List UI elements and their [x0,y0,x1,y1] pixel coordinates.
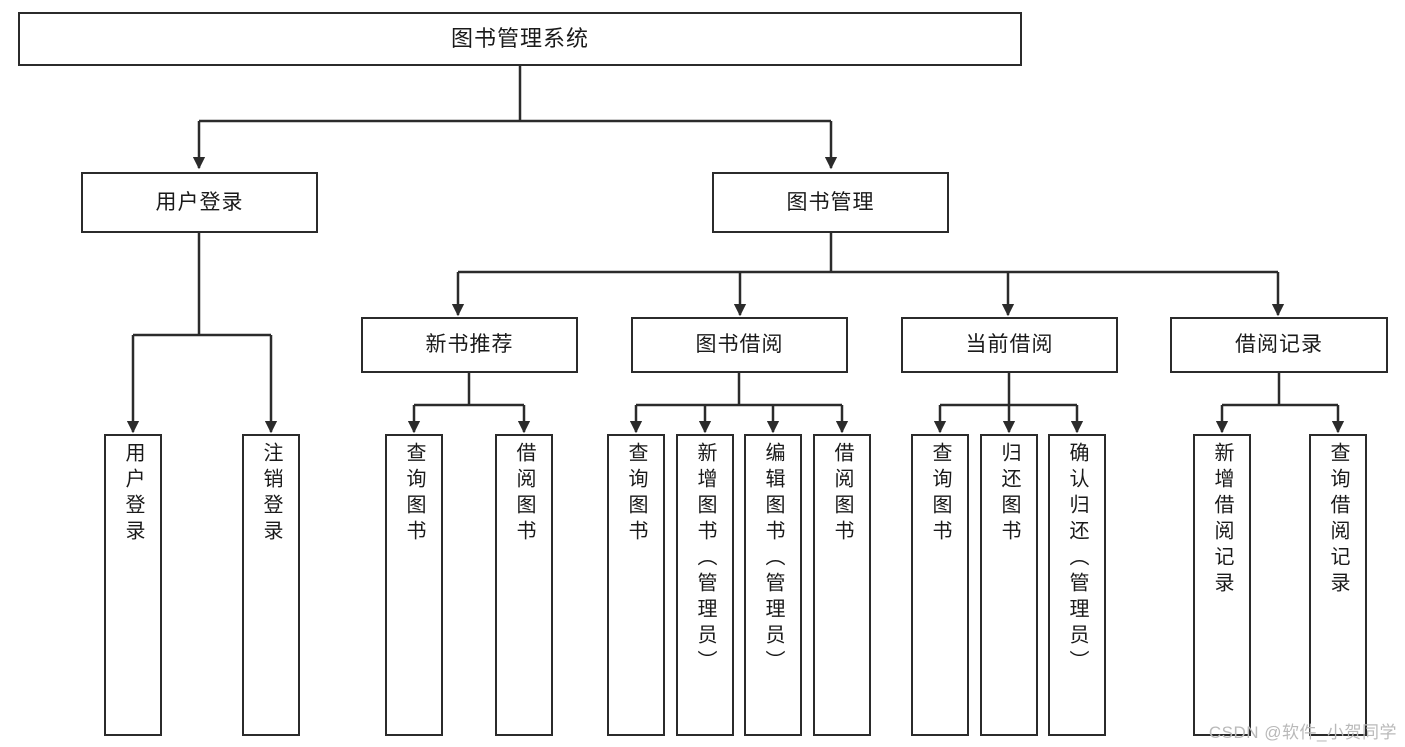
node-root-book-management-system[interactable]: 图书管理系统 [18,12,1022,66]
leaf-borrow-borrow-book[interactable]: 借阅图书 [813,434,871,736]
node-label: 借阅图书 [831,442,853,546]
node-label: 新增借阅记录 [1211,442,1233,598]
leaf-record-add-record[interactable]: 新增借阅记录 [1193,434,1251,736]
leaf-borrow-edit-book-admin[interactable]: 编辑图书（管理员） [744,434,802,736]
leaf-current-return-book[interactable]: 归还图书 [980,434,1038,736]
node-label: 查询图书 [625,442,647,546]
node-book-management[interactable]: 图书管理 [712,172,949,233]
node-label: 图书管理 [786,190,875,214]
node-label: 新增图书（管理员） [694,442,716,676]
leaf-borrow-add-book-admin[interactable]: 新增图书（管理员） [676,434,734,736]
node-user-login[interactable]: 用户登录 [81,172,318,233]
node-label: 查询借阅记录 [1327,442,1349,598]
leaf-current-confirm-return-admin[interactable]: 确认归还（管理员） [1048,434,1106,736]
node-label: 当前借阅 [965,333,1054,357]
leaf-new-book-borrow[interactable]: 借阅图书 [495,434,553,736]
node-label: 借阅记录 [1235,333,1323,357]
node-label: 图书管理系统 [450,25,589,51]
node-label: 查询图书 [403,442,425,546]
node-label: 查询图书 [929,442,951,546]
node-label: 借阅图书 [513,442,535,546]
node-label: 用户登录 [122,442,144,546]
node-label: 新书推荐 [425,333,514,357]
leaf-user-login-logout[interactable]: 注销登录 [242,434,300,736]
leaf-current-query-book[interactable]: 查询图书 [911,434,969,736]
node-label: 图书借阅 [695,333,784,357]
node-label: 归还图书 [998,442,1020,546]
node-label: 确认归还（管理员） [1066,442,1088,676]
node-label: 编辑图书（管理员） [762,442,784,676]
node-label: 注销登录 [260,442,282,546]
node-new-book-recommendation[interactable]: 新书推荐 [361,317,578,373]
node-borrowing-record[interactable]: 借阅记录 [1170,317,1388,373]
leaf-record-query-record[interactable]: 查询借阅记录 [1309,434,1367,736]
leaf-user-login-login[interactable]: 用户登录 [104,434,162,736]
leaf-new-book-query[interactable]: 查询图书 [385,434,443,736]
node-label: 用户登录 [155,190,244,214]
node-current-borrowing[interactable]: 当前借阅 [901,317,1118,373]
leaf-borrow-query-book[interactable]: 查询图书 [607,434,665,736]
node-book-borrowing[interactable]: 图书借阅 [631,317,848,373]
